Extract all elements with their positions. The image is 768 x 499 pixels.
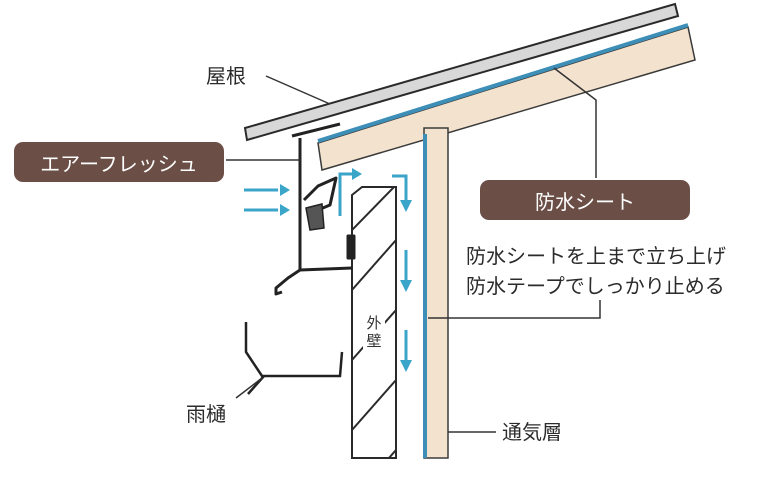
airflow-inlet-arrows	[244, 184, 290, 216]
arrow-down-icon	[400, 200, 412, 212]
arrow-right-icon	[280, 184, 290, 196]
arrow-right-icon	[352, 168, 362, 180]
roof-panel	[243, 2, 680, 142]
arrow-down-icon	[400, 360, 412, 372]
waterproof-sheet-roof	[317, 23, 689, 143]
air-fresh-label: エアーフレッシュ	[14, 142, 224, 182]
arrow-right-icon	[280, 204, 290, 216]
leader-lines	[226, 67, 601, 433]
ventilation-layer-label: 通気層	[502, 420, 562, 444]
airflow-path	[338, 168, 412, 372]
waterproof-sheet-label: 防水シート	[480, 180, 690, 220]
instruction-line-1: 防水シートを上まで立ち上げ	[466, 244, 726, 268]
exterior-wall-label: 外壁	[366, 314, 382, 350]
rafter	[317, 23, 696, 171]
vent-sponge	[305, 203, 325, 231]
exterior-wall	[351, 186, 397, 459]
gutter-shape	[244, 322, 344, 395]
arrow-down-icon	[400, 280, 412, 292]
roof-label: 屋根	[206, 64, 246, 88]
wall-stud	[423, 127, 449, 459]
instruction-line-2: 防水テープでしっかり止める	[466, 274, 725, 298]
gutter-label: 雨樋	[186, 402, 226, 426]
air-fresh-vent	[274, 122, 356, 296]
